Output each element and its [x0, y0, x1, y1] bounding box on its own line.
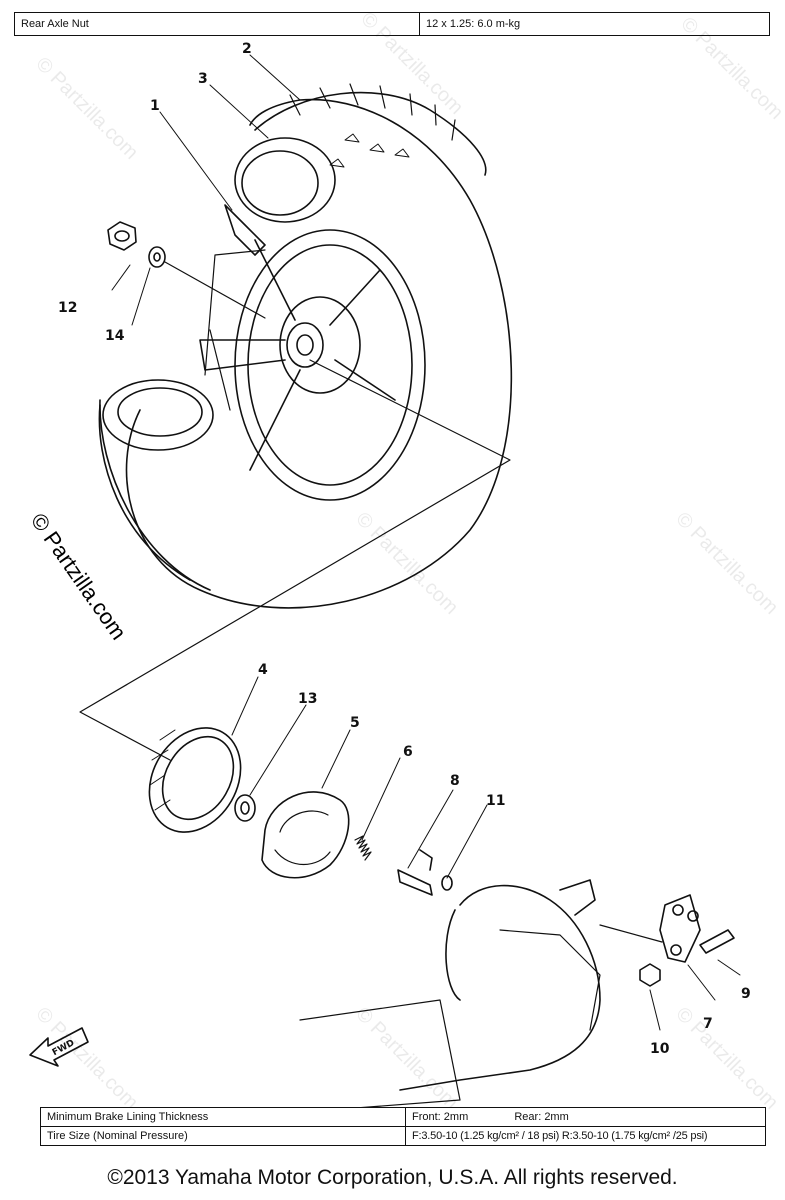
- table-row: Minimum Brake Lining Thickness Front: 2m…: [40, 1107, 766, 1127]
- rear-axle-nut-spec-table: Rear Axle Nut 12 x 1.25: 6.0 m-kg: [14, 12, 770, 36]
- callout-14: 14: [105, 328, 125, 344]
- callout-11: 11: [486, 793, 505, 809]
- brake-arm: [659, 894, 701, 963]
- table-row: Tire Size (Nominal Pressure) F:3.50-10 (…: [40, 1126, 766, 1146]
- brake-shoes: [261, 791, 350, 879]
- brake-panel: [399, 884, 601, 1091]
- callout-10: 10: [650, 1041, 670, 1057]
- tire-size-value: F:3.50-10 (1.25 kg/cm² / 18 psi) R:3.50-…: [405, 1126, 766, 1146]
- callout-1: 1: [150, 98, 160, 114]
- spec-label: Tire Size (Nominal Pressure): [40, 1126, 406, 1146]
- front-lining-value: Front: 2mm: [412, 1111, 469, 1123]
- spec-label: Rear Axle Nut: [14, 12, 420, 36]
- spec-value: Front: 2mm Rear: 2mm: [405, 1107, 766, 1127]
- callout-3: 3: [198, 71, 208, 87]
- callout-12: 12: [58, 300, 77, 316]
- callout-7: 7: [703, 1016, 713, 1032]
- callout-5: 5: [350, 715, 360, 731]
- spec-value: 12 x 1.25: 6.0 m-kg: [419, 12, 770, 36]
- brake-camshaft: [397, 849, 433, 896]
- washer: [148, 246, 166, 268]
- callout-13: 13: [298, 691, 317, 707]
- spec-label: Minimum Brake Lining Thickness: [40, 1107, 406, 1127]
- watermark-prominent: © Partzilla.com: [26, 509, 132, 645]
- rear-lining-value: Rear: 2mm: [514, 1111, 569, 1123]
- watermark: © Partzilla.com: [31, 53, 142, 164]
- brake-spring: [354, 835, 372, 861]
- callout-4: 4: [258, 662, 268, 678]
- spacer-washer: [234, 794, 256, 822]
- watermark: © Partzilla.com: [676, 13, 785, 124]
- axle-nut: [107, 221, 137, 251]
- watermark: © Partzilla.com: [671, 1003, 782, 1114]
- tube: [234, 137, 336, 223]
- table-row: Rear Axle Nut 12 x 1.25: 6.0 m-kg: [14, 12, 770, 36]
- tire-section: [102, 379, 214, 451]
- callout-2: 2: [242, 41, 252, 57]
- brake-arm-bolt: [699, 929, 735, 954]
- wheel-hub: [286, 322, 324, 368]
- tire-outline: [125, 98, 513, 609]
- wheel-rim: [234, 229, 426, 501]
- callout-6: 6: [403, 744, 413, 760]
- watermark: © Partzilla.com: [671, 508, 782, 619]
- watermark: © Partzilla.com: [351, 508, 462, 619]
- copyright-notice: ©2013 Yamaha Motor Corporation, U.S.A. A…: [107, 1166, 678, 1189]
- brake-tire-spec-table: Minimum Brake Lining Thickness Front: 2m…: [40, 1107, 766, 1146]
- watermark: © Partzilla.com: [356, 8, 467, 119]
- oil-seal: [148, 727, 242, 833]
- callout-8: 8: [450, 773, 460, 789]
- watermark: © Partzilla.com: [351, 1003, 462, 1114]
- callout-9: 9: [741, 986, 751, 1002]
- brake-arm-nut: [639, 963, 661, 987]
